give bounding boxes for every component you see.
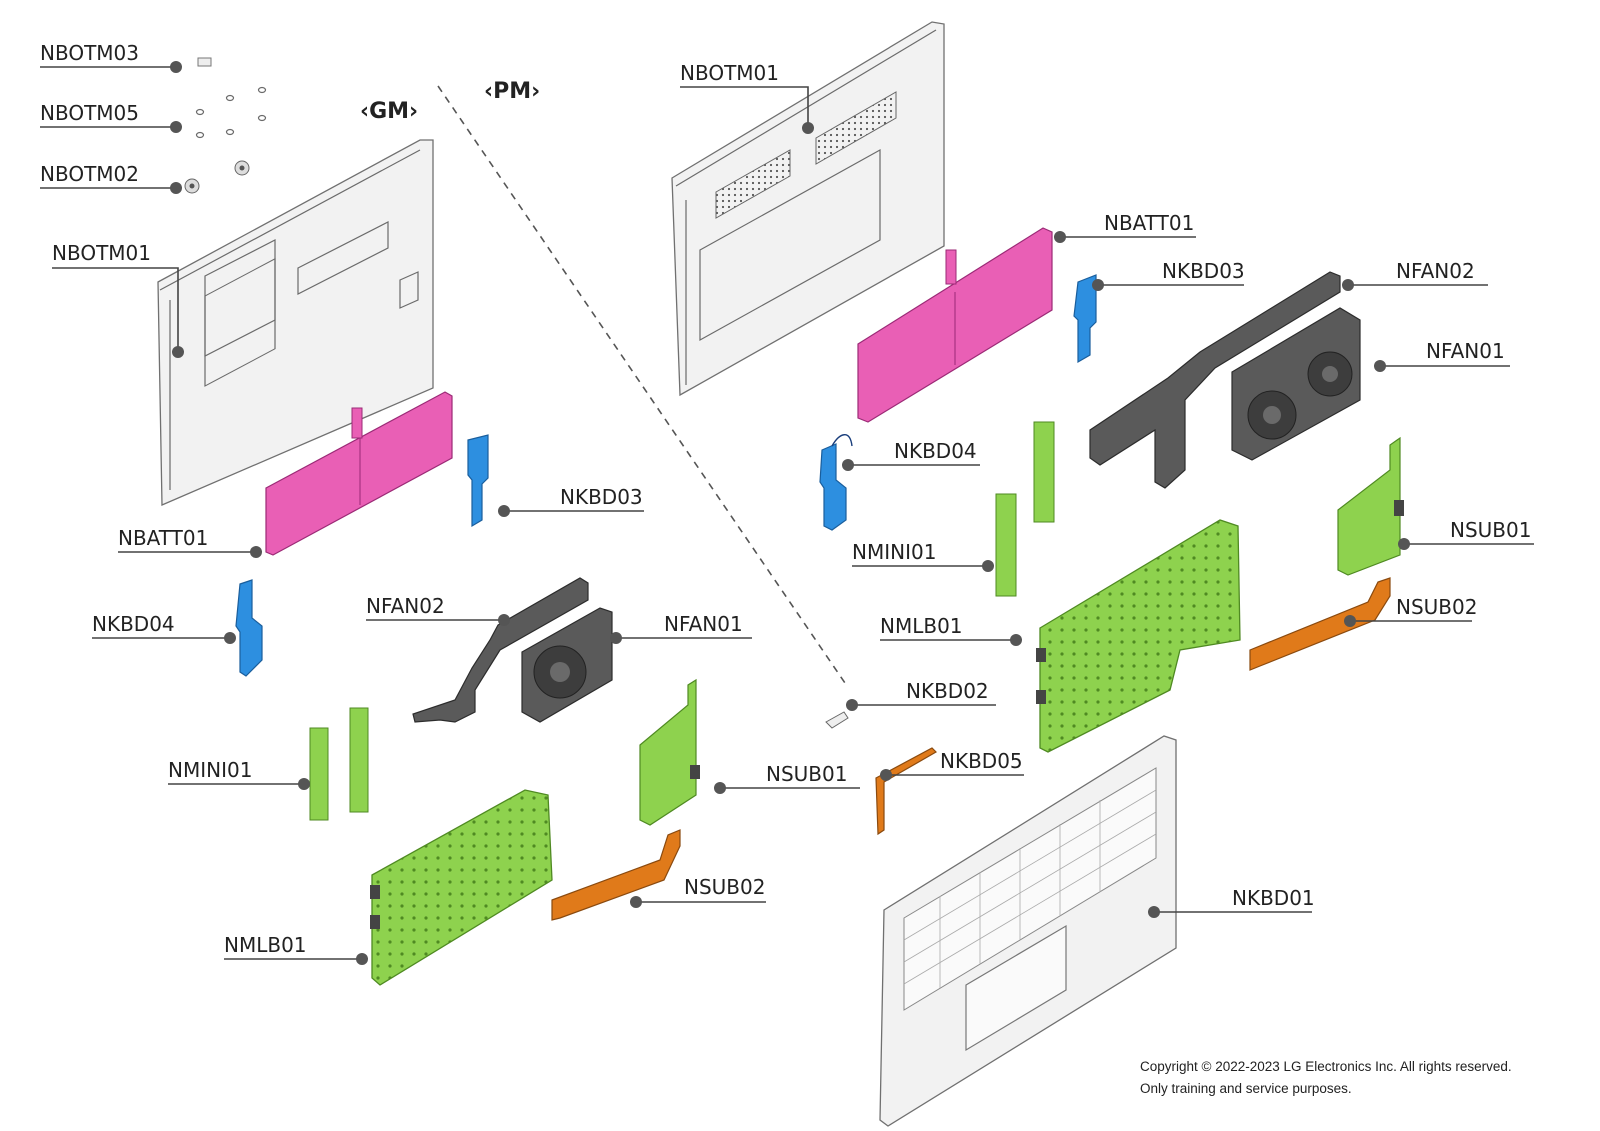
gm-callouts: NBOTM03 NBOTM05 NBOTM02 NBOTM01 NBATT01 …: [40, 41, 860, 965]
copyright-notice: Copyright © 2022-2023 LG Electronics Inc…: [1140, 1056, 1512, 1100]
pm-battery: [857, 227, 1053, 423]
pm-speaker-right: [1073, 274, 1097, 364]
label-gm-nsub01: NSUB01: [766, 762, 847, 786]
pm-top-case-keyboard: [879, 735, 1177, 1127]
label-pm-nsub02: NSUB02: [1396, 595, 1477, 619]
pm-callouts: NBOTM01 NBATT01 NKBD03 NFAN02 NFAN01 NKB…: [680, 61, 1534, 918]
label-gm-nmlb01: NMLB01: [224, 933, 307, 957]
label-pm-nbotm01: NBOTM01: [680, 61, 779, 85]
gm-screws: [184, 57, 267, 194]
gm-battery: [265, 391, 453, 556]
label-gm-nkbd03: NKBD03: [560, 485, 643, 509]
copyright-line: Copyright © 2022-2023 LG Electronics Inc…: [1140, 1059, 1512, 1074]
gm-sub-board: [639, 678, 700, 826]
gm-mainboard: [370, 789, 553, 986]
label-gm-nbotm01: NBOTM01: [52, 241, 151, 265]
pm-keyboard-flex-cable: [875, 747, 937, 836]
pm-speaker-left: [819, 434, 853, 531]
label-pm-nkbd02: NKBD02: [906, 679, 989, 703]
pm-ssd-cards: [995, 421, 1055, 597]
label-pm-nkbd01: NKBD01: [1232, 886, 1315, 910]
label-pm-nfan02: NFAN02: [1396, 259, 1475, 283]
pm-sub-flex-cable: [1249, 577, 1391, 671]
gm-heatpipe: [412, 577, 589, 723]
label-pm-nfan01: NFAN01: [1426, 339, 1505, 363]
label-pm-nsub01: NSUB01: [1450, 518, 1531, 542]
label-gm-nfan02: NFAN02: [366, 594, 445, 618]
gm-bottom-cover: [157, 139, 434, 506]
section-divider: [437, 85, 846, 684]
label-gm-nbotm05: NBOTM05: [40, 101, 139, 125]
pm-touchpad-button: [825, 711, 849, 729]
gm-speaker-right: [467, 434, 489, 528]
label-gm-nsub02: NSUB02: [684, 875, 765, 899]
label-pm-nkbd05: NKBD05: [940, 749, 1023, 773]
label-pm-nmlb01: NMLB01: [880, 614, 963, 638]
gm-fan: [521, 607, 613, 723]
pm-sub-board: [1337, 436, 1404, 576]
label-gm-nbotm03: NBOTM03: [40, 41, 139, 65]
pm-heatpipe: [1089, 271, 1341, 489]
pm-mainboard: [1036, 519, 1241, 753]
label-gm-nmini01: NMINI01: [168, 758, 252, 782]
label-gm-nbatt01: NBATT01: [118, 526, 208, 550]
label-gm-nkbd04: NKBD04: [92, 612, 175, 636]
label-pm-nkbd03: NKBD03: [1162, 259, 1245, 283]
pm-bottom-cover: [671, 21, 945, 397]
usage-note: Only training and service purposes.: [1140, 1081, 1352, 1096]
gm-speaker-left: [235, 579, 263, 677]
label-pm-nmini01: NMINI01: [852, 540, 936, 564]
section-heading-pm: ‹PM›: [484, 79, 540, 104]
gm-sub-flex-cable: [551, 829, 681, 921]
section-heading-gm: ‹GM›: [360, 99, 418, 124]
label-pm-nkbd04: NKBD04: [894, 439, 977, 463]
label-gm-nbotm02: NBOTM02: [40, 162, 139, 186]
label-pm-nbatt01: NBATT01: [1104, 211, 1194, 235]
pm-fan: [1231, 307, 1361, 461]
label-gm-nfan01: NFAN01: [664, 612, 743, 636]
gm-ssd-cards: [309, 707, 369, 821]
